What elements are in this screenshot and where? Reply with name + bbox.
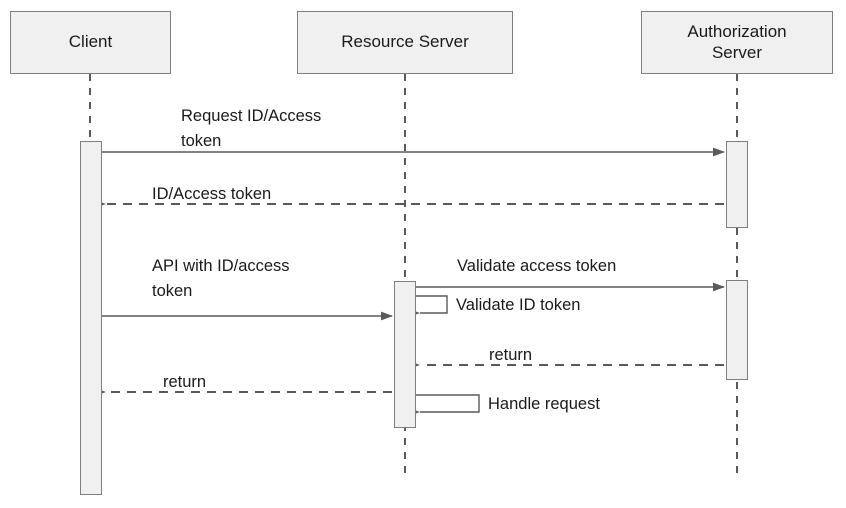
participant-box-authorization-server[interactable]: Authorization Server — [641, 11, 833, 74]
activation-bar-client[interactable] — [80, 141, 102, 495]
message-label-validate-access-token: Validate access token — [457, 257, 617, 275]
message-label-id-access-token: ID/Access token — [152, 185, 272, 203]
arrow-validate-id-token — [416, 295, 448, 313]
participant-label-resource-server: Resource Server — [341, 32, 469, 52]
participant-label-client: Client — [68, 32, 113, 52]
participant-box-resource-server[interactable]: Resource Server — [297, 11, 513, 74]
activation-bar-authorization-server-1[interactable] — [726, 141, 748, 228]
message-label-validate-id-token: Validate ID token — [456, 296, 581, 314]
message-label-handle-request: Handle request — [488, 395, 600, 413]
message-label-return-auth-to-resource: return — [489, 346, 533, 364]
message-label-api-with-id-access-token: API with ID/access token — [152, 257, 290, 300]
participant-box-client[interactable]: Client — [10, 11, 171, 74]
activation-bar-authorization-server-2[interactable] — [726, 280, 748, 380]
message-label-request-id-access-token: Request ID/Access token — [181, 107, 322, 150]
activation-bar-resource-server[interactable] — [394, 281, 416, 428]
participant-label-authorization-server: Authorization Server — [687, 21, 787, 62]
message-label-return-resource-to-client: return — [163, 373, 207, 391]
arrow-handle-request — [416, 394, 480, 412]
